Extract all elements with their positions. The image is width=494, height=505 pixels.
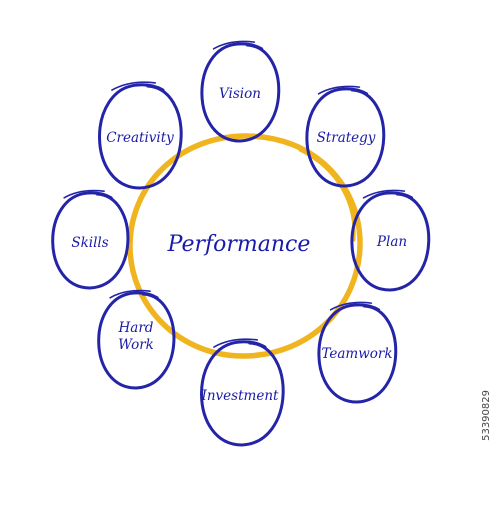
center-circle bbox=[127, 133, 363, 359]
node-circle bbox=[317, 303, 398, 404]
node-circle-stroke bbox=[329, 301, 373, 311]
watermark-id: 53390829 bbox=[481, 390, 492, 441]
node-circle-stroke bbox=[111, 81, 157, 91]
node-circle-stroke bbox=[109, 289, 151, 299]
node-circle bbox=[305, 87, 386, 188]
node-circle-stroke bbox=[362, 189, 406, 199]
node-circle bbox=[51, 191, 130, 290]
node-label: Strategy bbox=[317, 130, 376, 146]
node-label: Skills bbox=[71, 235, 108, 251]
node-strategy: Strategy bbox=[305, 85, 386, 188]
node-label: Teamwork bbox=[321, 346, 392, 362]
node-skills: Skills bbox=[51, 189, 130, 290]
node-circle bbox=[97, 291, 176, 390]
node-circle bbox=[98, 83, 183, 190]
node-circle-stroke bbox=[212, 40, 256, 50]
node-label: Investment bbox=[201, 388, 279, 404]
node-plan: Plan bbox=[350, 189, 431, 292]
node-circle bbox=[200, 340, 285, 447]
center-label: Performance bbox=[167, 232, 311, 257]
node-label: Plan bbox=[376, 234, 407, 250]
node-circle bbox=[200, 42, 281, 143]
node-investment: Investment bbox=[200, 338, 285, 447]
node-circle-stroke bbox=[317, 85, 361, 95]
node-circle-stroke bbox=[213, 338, 259, 348]
node-label: Creativity bbox=[106, 130, 174, 146]
node-teamwork: Teamwork bbox=[317, 301, 398, 404]
node-circle bbox=[350, 191, 431, 292]
node-circle-stroke bbox=[63, 189, 105, 199]
node-creativity: Creativity bbox=[98, 81, 183, 190]
center-node: Performance bbox=[127, 133, 363, 359]
node-vision: Vision bbox=[200, 40, 281, 143]
node-label: Vision bbox=[219, 86, 261, 102]
